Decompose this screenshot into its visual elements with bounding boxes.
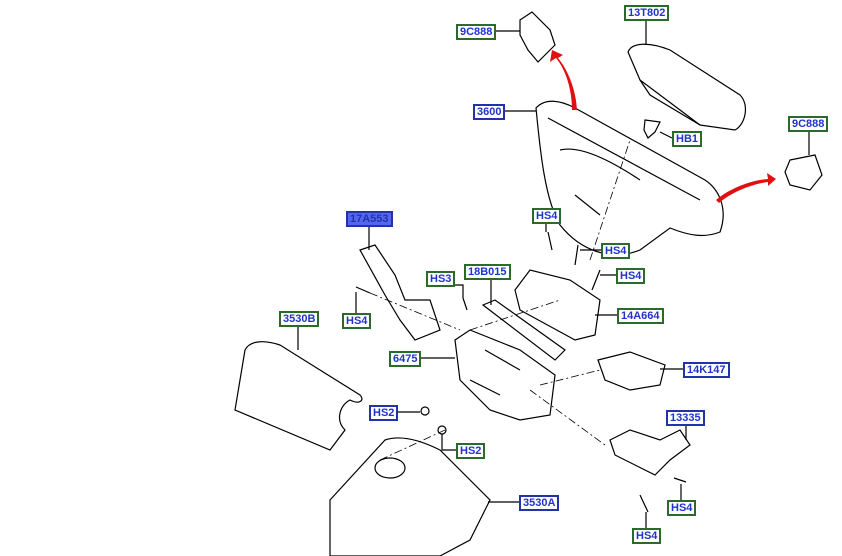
callout-9c888-top[interactable]: 9C888: [456, 24, 497, 40]
switch-stalk-right-part: [609, 429, 691, 476]
steering-wheel-part: [535, 100, 724, 256]
red-arrow-icon: [716, 173, 776, 203]
lower-shroud-upper-part: [329, 437, 491, 556]
callout-hs2[interactable]: HS2: [456, 443, 486, 459]
steering-column-part: [454, 329, 556, 421]
callout-hs4[interactable]: HS4: [342, 313, 372, 329]
callout-hs2[interactable]: HS2: [369, 405, 399, 421]
callout-13t802[interactable]: 13T802: [624, 5, 670, 21]
callout-17a553[interactable]: 17A553: [346, 211, 393, 227]
callout-hs3[interactable]: HS3: [426, 271, 456, 287]
callout-hs4[interactable]: HS4: [632, 528, 662, 544]
callout-3600[interactable]: 3600: [473, 104, 506, 120]
callout-3530a[interactable]: 3530A: [519, 495, 560, 511]
airbag-module-part: [627, 43, 747, 131]
callout-9c888-right[interactable]: 9C888: [788, 116, 829, 132]
callout-hs4[interactable]: HS4: [616, 268, 646, 284]
lower-shroud-left-part: [234, 341, 363, 451]
callout-hs4[interactable]: HS4: [532, 208, 562, 224]
callout-14k147[interactable]: 14K147: [683, 362, 730, 378]
callout-hb1[interactable]: HB1: [672, 131, 703, 147]
callout-hs4[interactable]: HS4: [667, 500, 697, 516]
switch-stalk-left-part: [359, 244, 441, 341]
callout-18b015[interactable]: 18B015: [464, 264, 511, 280]
red-arrow-icon: [550, 50, 577, 110]
clip-part: [519, 11, 556, 63]
callout-6475[interactable]: 6475: [389, 351, 422, 367]
clip-part-right: [784, 154, 823, 191]
callout-hs4[interactable]: HS4: [601, 243, 631, 259]
clockspring-part: [514, 269, 601, 341]
callout-3530b[interactable]: 3530B: [279, 311, 320, 327]
callout-14a664[interactable]: 14A664: [617, 308, 664, 324]
callout-13335[interactable]: 13335: [666, 410, 705, 426]
